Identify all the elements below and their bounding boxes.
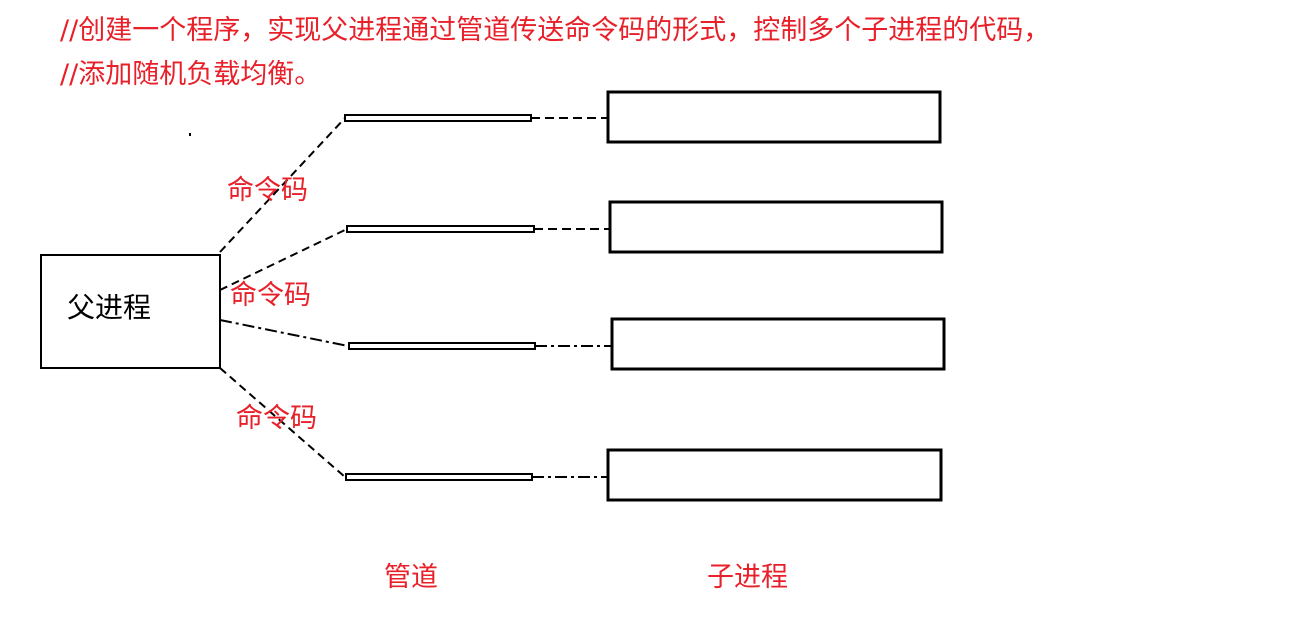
- child-process-box-1: [606, 90, 942, 144]
- heading-line-2: //添加随机负载均衡。: [60, 59, 322, 90]
- pipe-4: [345, 473, 533, 481]
- pipe-3: [348, 342, 536, 350]
- command-code-label-3: 命令码: [236, 403, 317, 434]
- child-process-box-2: [608, 200, 944, 254]
- connector-parent-pipe-3: [219, 319, 349, 347]
- parent-process-box: [40, 254, 221, 369]
- child-process-box-3: [610, 317, 946, 371]
- pipes-caption: 管道: [384, 562, 438, 593]
- connector-parent-pipe-4: [219, 367, 346, 478]
- pipe-1: [344, 114, 532, 122]
- heading-line-1: //创建一个程序，实现父进程通过管道传送命令码的形式，控制多个子进程的代码，: [60, 15, 1051, 46]
- pipes: [344, 114, 536, 481]
- connector-parent-pipe-1: [219, 117, 346, 253]
- connector-parent-pipe-2: [219, 228, 348, 291]
- child-process-boxes: [606, 90, 946, 502]
- parent-process-label: 父进程: [67, 291, 152, 324]
- child-process-box-4: [606, 448, 943, 502]
- pipe-to-child-connectors: [531, 117, 612, 478]
- children-caption: 子进程: [707, 562, 788, 593]
- parent-to-pipe-connectors: [219, 117, 349, 478]
- pipe-2: [346, 225, 535, 233]
- stray-dot: [189, 133, 191, 136]
- command-code-label-2: 命令码: [230, 280, 311, 311]
- command-code-label-1: 命令码: [227, 175, 308, 206]
